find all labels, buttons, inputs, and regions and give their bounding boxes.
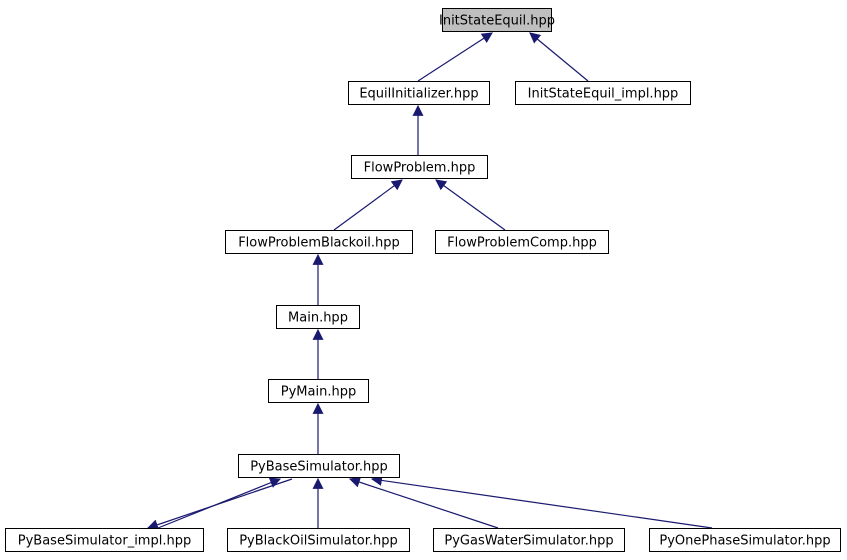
node-label-pymain: PyMain.hpp (281, 385, 356, 400)
edge-flowproblemblackoil-to-flowproblem (333, 179, 403, 231)
node-pyblackoilsimulator[interactable]: PyBlackOilSimulator.hpp (227, 528, 410, 552)
node-box-pyonephasesimulator[interactable] (649, 528, 841, 552)
node-label-initstateequil: InitStateEquil.hpp (439, 14, 555, 29)
node-initstateequil-impl[interactable]: InitStateEquil_impl.hpp (515, 81, 691, 105)
node-pybasesimulator[interactable]: PyBaseSimulator.hpp (238, 454, 400, 478)
node-label-pybasesimulator: PyBaseSimulator.hpp (250, 460, 388, 475)
node-pyonephasesimulator[interactable]: PyOnePhaseSimulator.hpp (649, 528, 841, 552)
node-box-pymain[interactable] (268, 379, 369, 403)
node-label-pygaswatersimulator: PyGasWaterSimulator.hpp (444, 534, 613, 549)
node-box-pygaswatersimulator[interactable] (433, 528, 625, 552)
node-box-pybasesimulator-impl[interactable] (5, 528, 204, 552)
node-label-equilinitializer: EquilInitializer.hpp (359, 87, 478, 102)
node-pymain[interactable]: PyMain.hpp (268, 379, 369, 403)
node-box-main[interactable] (276, 305, 360, 329)
node-box-flowproblemblackoil[interactable] (225, 230, 413, 254)
node-box-initstateequil[interactable] (442, 8, 552, 32)
node-label-flowproblemcomp: FlowProblemComp.hpp (447, 236, 597, 251)
edge-pyonephasesimulator-to-pybasesimulator (370, 474, 713, 529)
edge-pygaswatersimulator-to-pybasesimulator (348, 476, 499, 529)
node-label-pyonephasesimulator: PyOnePhaseSimulator.hpp (659, 534, 830, 549)
node-label-pyblackoilsimulator: PyBlackOilSimulator.hpp (239, 534, 398, 549)
node-label-flowproblemblackoil: FlowProblemBlackoil.hpp (238, 236, 400, 251)
node-label-pybasesimulator-impl: PyBaseSimulator_impl.hpp (18, 534, 191, 549)
node-label-main: Main.hpp (288, 311, 348, 326)
node-main[interactable]: Main.hpp (276, 305, 360, 329)
node-box-initstateequil-impl[interactable] (515, 81, 691, 105)
edge-equilinitializer-to-initstateequil (417, 32, 493, 82)
edge-flowproblemcomp-to-flowproblem (435, 179, 506, 231)
node-flowproblemblackoil[interactable]: FlowProblemBlackoil.hpp (225, 230, 413, 254)
node-label-initstateequil-impl: InitStateEquil_impl.hpp (528, 87, 679, 102)
node-box-flowproblemcomp[interactable] (435, 230, 609, 254)
edge-initstateequil-impl-to-initstateequil (529, 32, 589, 82)
node-flowproblemcomp[interactable]: FlowProblemComp.hpp (435, 230, 609, 254)
edge-pybasesimulator-to-pybasesimulator-impl (146, 478, 293, 531)
edge-layer (146, 32, 713, 531)
node-box-flowproblem[interactable] (351, 155, 488, 179)
node-pygaswatersimulator[interactable]: PyGasWaterSimulator.hpp (433, 528, 625, 552)
node-pybasesimulator-impl[interactable]: PyBaseSimulator_impl.hpp (5, 528, 204, 552)
node-equilinitializer[interactable]: EquilInitializer.hpp (348, 81, 490, 105)
node-box-equilinitializer[interactable] (348, 81, 490, 105)
node-box-pybasesimulator[interactable] (238, 454, 400, 478)
node-box-pyblackoilsimulator[interactable] (227, 528, 410, 552)
node-flowproblem[interactable]: FlowProblem.hpp (351, 155, 488, 179)
node-label-flowproblem: FlowProblem.hpp (364, 161, 476, 176)
node-initstateequil[interactable]: InitStateEquil.hpp (439, 8, 555, 32)
